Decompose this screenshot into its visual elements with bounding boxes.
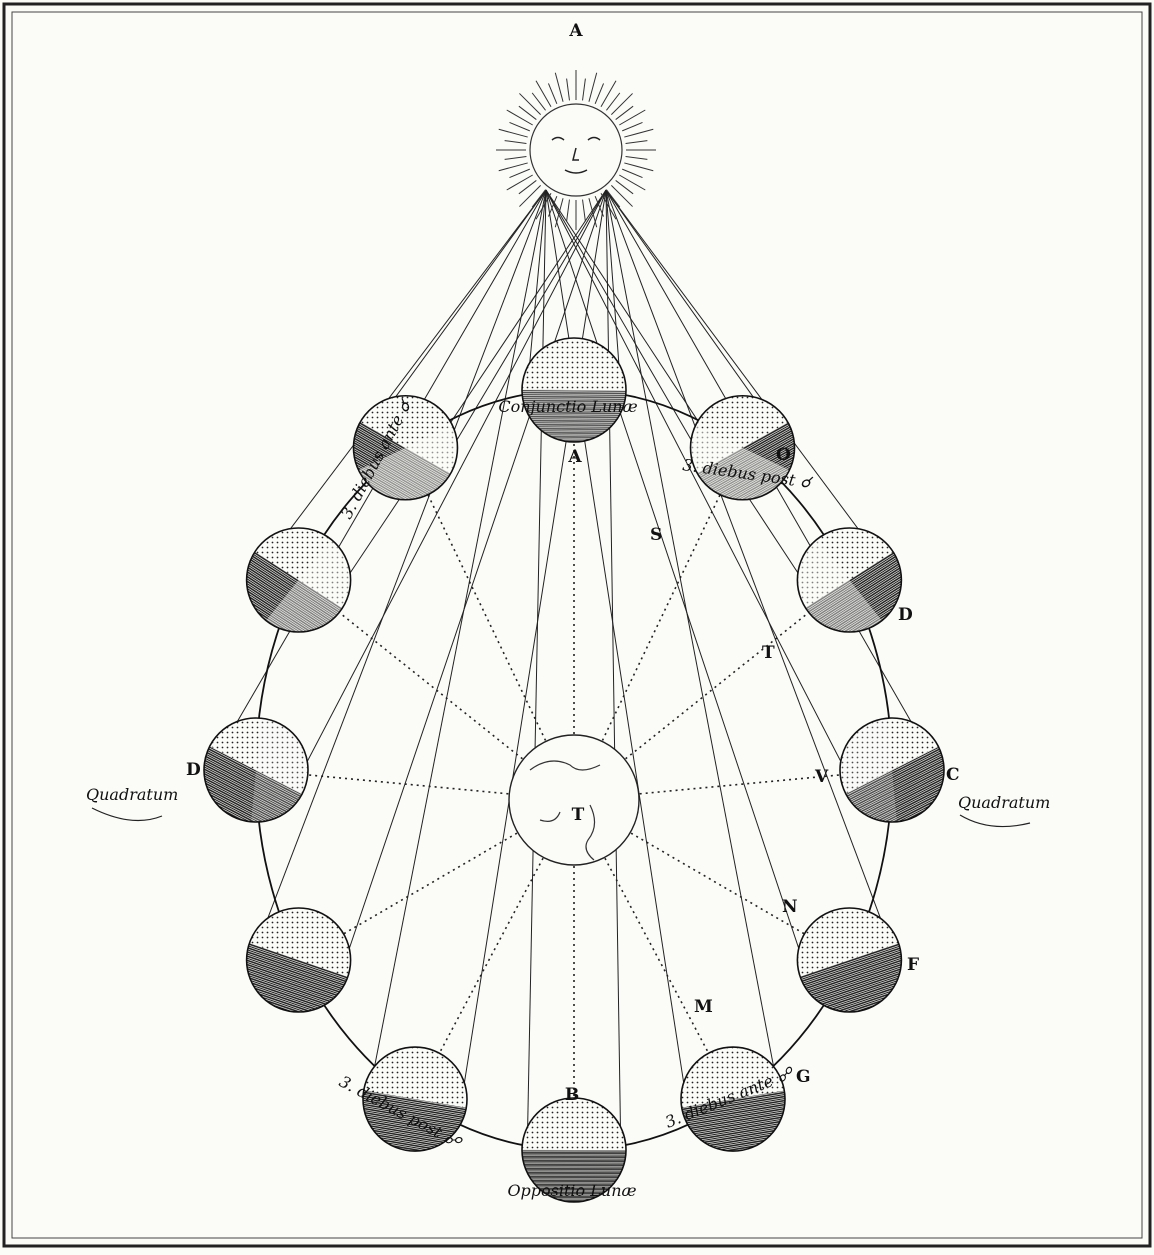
moon-unseen-part	[251, 718, 313, 826]
sun-ray-stroke	[555, 198, 563, 227]
caption-quadrature-right: Quadratum	[958, 793, 1050, 812]
sun-ray-line	[462, 190, 606, 1099]
sun-label: A	[568, 21, 583, 41]
orbit-mark-m: M	[694, 997, 713, 1017]
orbit-mark-s: S	[650, 525, 662, 545]
label-d-right: D	[898, 605, 913, 625]
orbit-mark-v: V	[814, 767, 829, 787]
moon-left-lower	[233, 908, 351, 1026]
label-g: G	[796, 1067, 811, 1087]
moon-quadrature-left	[186, 718, 313, 840]
moon-right-lower	[797, 908, 915, 1026]
sun-ray-line	[606, 190, 780, 1099]
earth-label: T	[572, 805, 585, 825]
caption-quadrature-left: Quadratum	[86, 785, 178, 804]
label-f: F	[907, 955, 919, 975]
sun-ray-stroke	[611, 185, 632, 206]
sun-ray-line	[252, 190, 546, 580]
sun-ray-stroke	[509, 169, 529, 177]
label-conjunction: A	[567, 447, 582, 467]
sun-ray-stroke	[567, 200, 570, 222]
sun-ray-stroke	[499, 129, 528, 137]
sun-ray-stroke	[626, 141, 648, 144]
earth-globe-icon	[509, 735, 639, 865]
orbit-mark-n: N	[782, 897, 798, 917]
orbit-mark-t: T	[762, 643, 775, 663]
moon-quadrature-right	[835, 718, 962, 840]
sun-ray-stroke	[595, 83, 603, 103]
sun-ray-stroke	[624, 129, 653, 137]
label-b: B	[565, 1085, 579, 1105]
moon-unseen-part	[835, 718, 897, 826]
sun-ray-stroke	[499, 163, 528, 171]
label-c: C	[946, 765, 960, 785]
sun-ray-stroke	[567, 79, 570, 101]
sun-ray-line	[368, 190, 546, 1099]
moon-left-upper	[227, 528, 372, 653]
moon-right-upper	[776, 528, 921, 653]
sun-ray-stroke	[622, 122, 642, 130]
sun-ray-line	[606, 190, 896, 580]
sun-ray-stroke	[583, 79, 586, 101]
caption-opposition: Oppositio Lunæ	[507, 1181, 636, 1200]
moon-conjunction	[522, 338, 626, 442]
sun-ray-stroke	[505, 141, 527, 144]
sun-ray-stroke	[505, 157, 527, 160]
sun-ray-stroke	[519, 185, 540, 206]
sun-ray-stroke	[555, 73, 563, 102]
label-d-left: D	[186, 760, 201, 780]
sun-ray-stroke	[611, 93, 632, 114]
label-o: O	[776, 445, 791, 465]
sun-ray-stroke	[589, 73, 597, 102]
sun-ray-line	[606, 190, 621, 1150]
sun-ray-stroke	[622, 169, 642, 177]
sun-ray-line	[303, 190, 606, 770]
sun-ray-stroke	[509, 122, 529, 130]
sun-ray-stroke	[626, 157, 648, 160]
sun: A	[496, 21, 656, 230]
sun-ray-stroke	[583, 200, 586, 222]
sun-ray-stroke	[624, 163, 653, 171]
sun-ray-stroke	[548, 83, 556, 103]
sun-ray-stroke	[589, 198, 597, 227]
earth: T	[509, 735, 639, 865]
caption-conjunction: Conjunctio Lunæ	[498, 397, 637, 416]
sun-ray-stroke	[519, 93, 540, 114]
